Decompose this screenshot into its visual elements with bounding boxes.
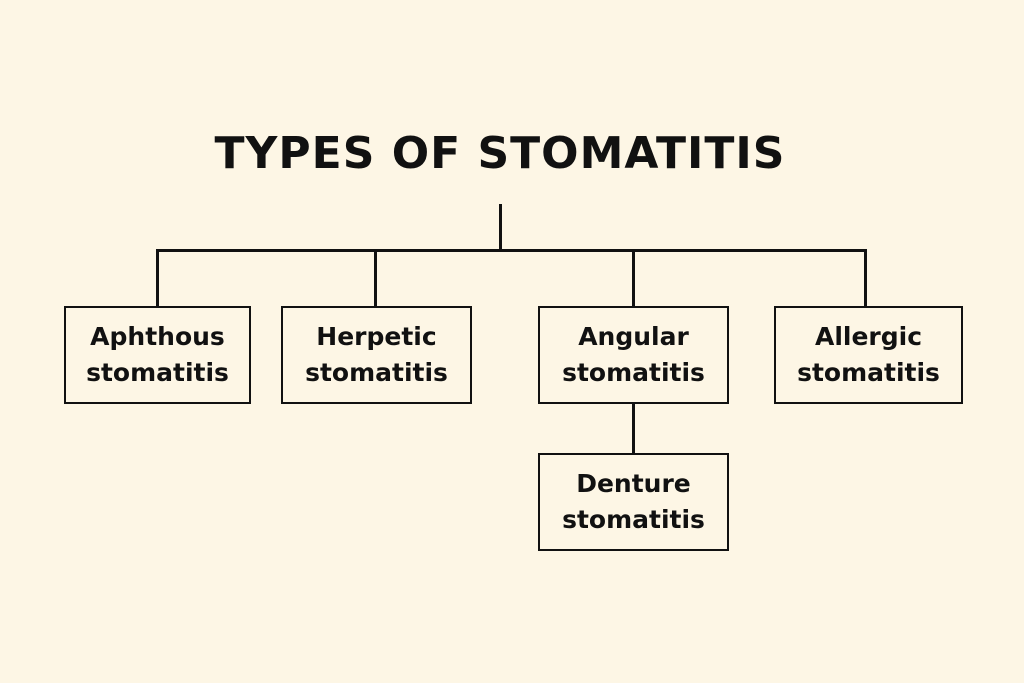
node-label-line1: Aphthous xyxy=(90,322,225,351)
node-label-line2: stomatitis xyxy=(562,358,705,387)
node-allergic-stomatitis: Allergic stomatitis xyxy=(774,306,963,404)
root-connector xyxy=(499,204,502,251)
node-denture-stomatitis: Denture stomatitis xyxy=(538,453,729,551)
node-aphthous-stomatitis: Aphthous stomatitis xyxy=(64,306,251,404)
node-label-line2: stomatitis xyxy=(797,358,940,387)
node-label-line2: stomatitis xyxy=(562,505,705,534)
node-label-line1: Angular xyxy=(578,322,689,351)
node-label-line1: Herpetic xyxy=(316,322,437,351)
node-angular-stomatitis: Angular stomatitis xyxy=(538,306,729,404)
node-herpetic-stomatitis: Herpetic stomatitis xyxy=(281,306,472,404)
diagram-title: TYPES OF STOMATITIS xyxy=(214,128,786,179)
node-label-line2: stomatitis xyxy=(305,358,448,387)
branch-connector-allergic xyxy=(864,249,867,307)
branch-connector-denture xyxy=(632,403,635,454)
node-label-line2: stomatitis xyxy=(86,358,229,387)
branch-connector-aphthous xyxy=(156,249,159,307)
branch-connector-angular xyxy=(632,249,635,307)
node-label-line1: Denture xyxy=(576,469,691,498)
node-label-line1: Allergic xyxy=(814,322,923,351)
horizontal-connector xyxy=(156,249,867,252)
branch-connector-herpetic xyxy=(374,249,377,307)
